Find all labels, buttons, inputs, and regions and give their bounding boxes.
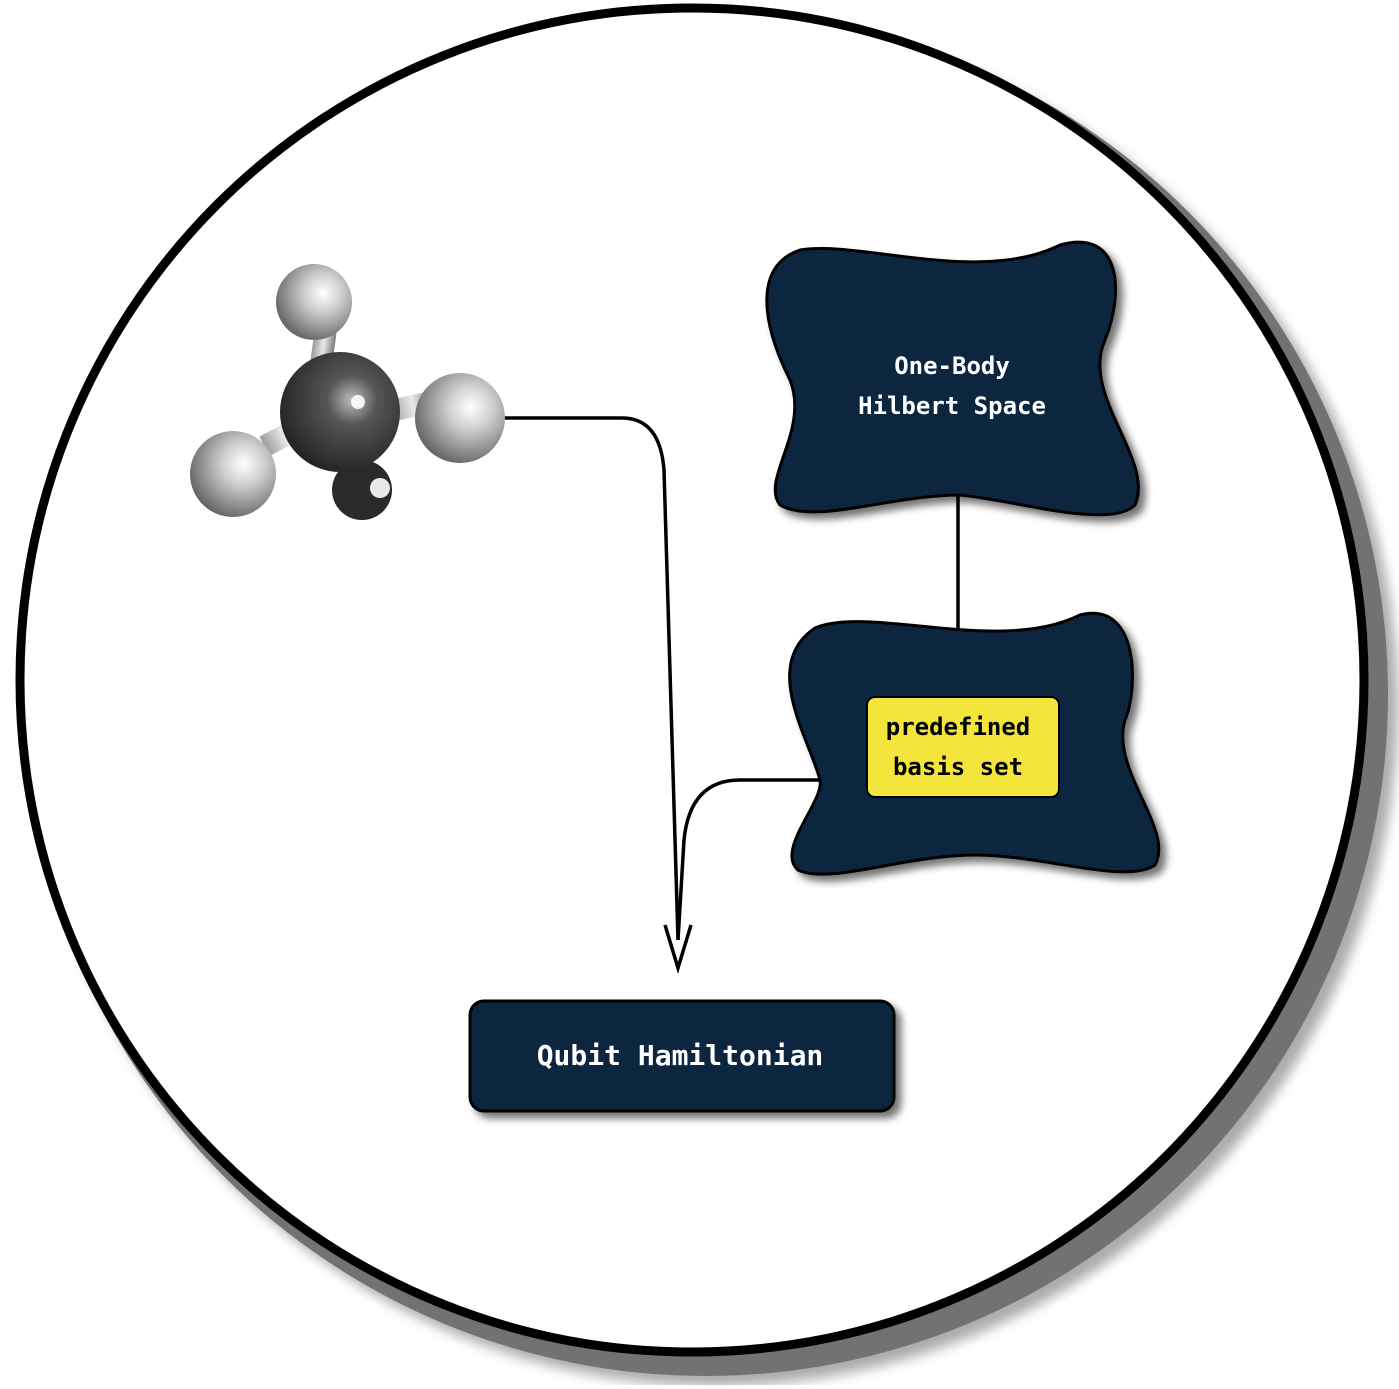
connector-basis-to-hamiltonian (676, 778, 822, 941)
basis-set-label-line2: basis set (893, 753, 1023, 781)
one-body-label-line2: Hilbert Space (858, 392, 1046, 420)
connector-molecule-to-hamiltonian (500, 416, 680, 941)
one-body-hilbert-space-node: One-Body Hilbert Space (765, 240, 1140, 517)
basis-set-label-line1: predefined (886, 713, 1031, 741)
basis-set-node: predefined basis set (788, 611, 1161, 876)
arrowhead-icon (663, 924, 693, 975)
outer-circle (15, 3, 1388, 1376)
basis-set-label-box (866, 696, 1060, 798)
one-body-label-line1: One-Body (894, 352, 1010, 380)
qubit-hamiltonian-node: Qubit Hamiltonian (468, 999, 896, 1113)
qubit-hamiltonian-label: Qubit Hamiltonian (537, 1039, 824, 1072)
methane-molecule-icon (190, 264, 505, 520)
